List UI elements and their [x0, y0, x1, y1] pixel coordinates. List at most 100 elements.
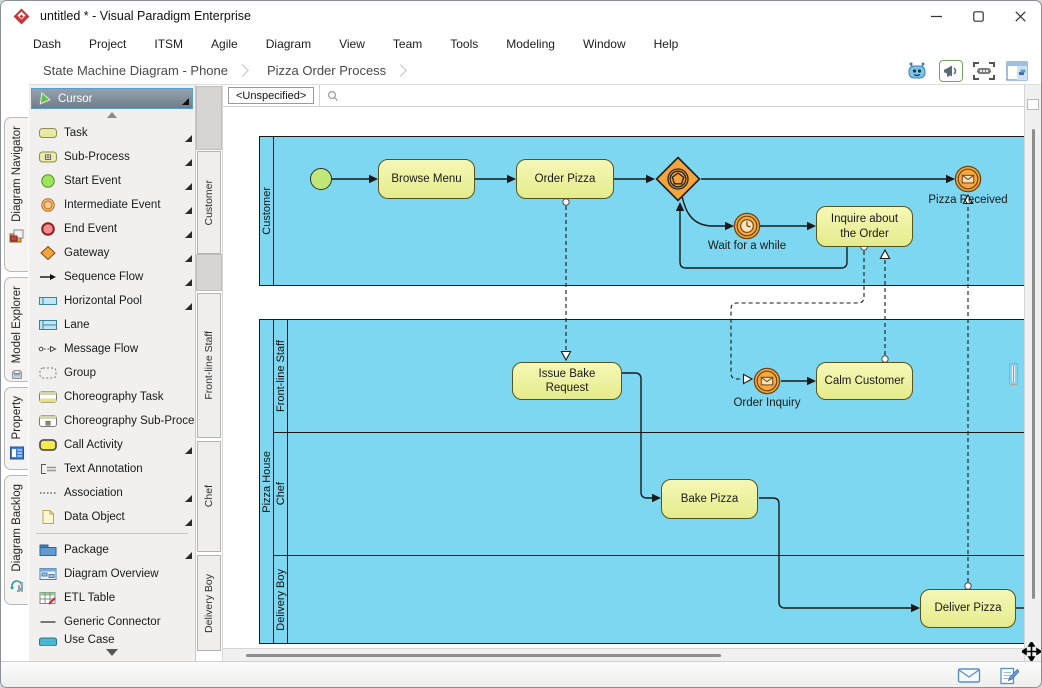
palette-item-package[interactable]: Package	[29, 538, 195, 562]
diagram-toolbar-palette: Cursor Task Sub-Process Start Even	[29, 85, 196, 661]
tab-model-explorer[interactable]: Model Explorer	[4, 277, 28, 382]
palette-item-call-activity[interactable]: Call Activity	[29, 433, 195, 457]
palette-item-intermediate-event[interactable]: Intermediate Event	[29, 193, 195, 217]
pool-resize-grip[interactable]	[1009, 363, 1018, 385]
expander-icon[interactable]	[185, 135, 192, 142]
close-button[interactable]	[999, 1, 1041, 31]
move-cursor-icon	[1022, 642, 1041, 661]
menu-itsm[interactable]: ITSM	[140, 33, 197, 55]
tab-diagram-backlog[interactable]: Diagram Backlog	[4, 475, 28, 605]
vertical-scrollbar-thumb[interactable]	[1032, 129, 1035, 599]
title-bar: untitled * - Visual Paradigm Enterprise	[1, 1, 1041, 31]
palette-cursor-tool[interactable]: Cursor	[31, 88, 193, 109]
assistant-robot-icon[interactable]	[904, 60, 930, 82]
vertical-scrollbar[interactable]	[1024, 85, 1041, 661]
task-calm-customer[interactable]: Calm Customer	[816, 362, 913, 400]
palette-item-generic-connector[interactable]: Generic Connector	[29, 610, 195, 634]
palette-cursor-label: Cursor	[58, 93, 93, 105]
expander-icon[interactable]	[185, 303, 192, 310]
tab-diagram-navigator[interactable]: Diagram Navigator	[4, 117, 28, 272]
palette-item-gateway[interactable]: Gateway	[29, 241, 195, 265]
mail-icon[interactable]	[957, 667, 981, 684]
menu-view[interactable]: View	[325, 33, 379, 55]
breadcrumb-item-current[interactable]: Pizza Order Process	[253, 63, 396, 78]
expander-icon[interactable]	[185, 231, 192, 238]
compose-note-icon[interactable]	[999, 666, 1019, 686]
expander-icon[interactable]	[185, 159, 192, 166]
menu-tools[interactable]: Tools	[436, 33, 492, 55]
task-bake-pizza[interactable]: Bake Pizza	[661, 479, 758, 519]
message-intermediate-event-order-inquiry[interactable]	[753, 367, 781, 395]
sequence-flow-icon	[37, 269, 59, 285]
megaphone-icon[interactable]	[939, 60, 963, 82]
strip-band-front-line-staff[interactable]: Front-line Staff	[197, 293, 221, 438]
task-deliver-pizza[interactable]: Deliver Pizza	[920, 589, 1016, 628]
task-issue-bake-request[interactable]: Issue Bake Request	[512, 362, 622, 400]
start-event[interactable]	[310, 168, 332, 190]
horizontal-scrollbar[interactable]	[223, 648, 1024, 661]
palette-item-choreography-task[interactable]: Choreography Task	[29, 385, 195, 409]
palette-item-horizontal-pool[interactable]: Horizontal Pool	[29, 289, 195, 313]
diagram-canvas[interactable]: Customer Pizza House Front-line Staff	[223, 107, 1024, 648]
strip-spacer[interactable]	[196, 86, 222, 150]
strip-band-customer[interactable]: Customer	[197, 151, 221, 254]
expander-icon[interactable]	[185, 183, 192, 190]
model-explorer-icon	[9, 369, 25, 381]
palette-item-use-case[interactable]: Use Case	[29, 634, 195, 646]
event-based-gateway[interactable]	[655, 156, 701, 202]
palette-item-sequence-flow[interactable]: Sequence Flow	[29, 265, 195, 289]
expander-icon[interactable]	[185, 495, 192, 502]
label-order-inquiry: Order Inquiry	[712, 397, 822, 409]
message-intermediate-event-pizza-received[interactable]	[954, 165, 982, 193]
breadcrumb-item-parent[interactable]: State Machine Diagram - Phone	[29, 63, 238, 78]
model-selector-dropdown[interactable]: <Unspecified>	[228, 87, 314, 104]
palette-scroll-up[interactable]	[29, 109, 195, 121]
palette-item-sub-process[interactable]: Sub-Process	[29, 145, 195, 169]
search-icon[interactable]	[326, 89, 340, 103]
palette-item-group[interactable]: Group	[29, 361, 195, 385]
scrollbar-corner-button[interactable]	[1027, 99, 1039, 110]
minimize-button[interactable]	[915, 1, 957, 31]
expander-icon[interactable]	[185, 207, 192, 214]
strip-band-chef[interactable]: Chef	[197, 441, 221, 552]
palette-item-task[interactable]: Task	[29, 121, 195, 145]
maximize-button[interactable]	[957, 1, 999, 31]
task-browse-menu[interactable]: Browse Menu	[378, 159, 475, 199]
expander-icon[interactable]	[185, 255, 192, 262]
palette-item-choreography-sub-process[interactable]: Choreography Sub-Process	[29, 409, 195, 433]
menu-help[interactable]: Help	[640, 33, 693, 55]
menu-team[interactable]: Team	[379, 33, 436, 55]
menu-modeling[interactable]: Modeling	[492, 33, 569, 55]
palette-item-text-annotation[interactable]: Text Annotation	[29, 457, 195, 481]
menu-agile[interactable]: Agile	[197, 33, 252, 55]
menu-window[interactable]: Window	[569, 33, 640, 55]
palette-item-message-flow[interactable]: Message Flow	[29, 337, 195, 361]
expander-icon[interactable]	[185, 519, 192, 526]
panel-layout-icon[interactable]	[1005, 60, 1029, 82]
breadcrumb-bar: State Machine Diagram - Phone Pizza Orde…	[29, 57, 1041, 85]
palette-item-data-object[interactable]: Data Object	[29, 505, 195, 529]
menu-dash[interactable]: Dash	[19, 33, 75, 55]
palette-item-etl-table[interactable]: ETL Table	[29, 586, 195, 610]
palette-scroll-down[interactable]	[29, 649, 195, 656]
expander-icon[interactable]	[185, 552, 192, 559]
palette-item-lane[interactable]: Lane	[29, 313, 195, 337]
task-inquire-about-the-order[interactable]: Inquire about the Order	[816, 206, 913, 247]
palette-item-end-event[interactable]: End Event	[29, 217, 195, 241]
horizontal-scrollbar-thumb[interactable]	[246, 654, 721, 657]
menu-diagram[interactable]: Diagram	[252, 33, 325, 55]
strip-band-delivery-boy[interactable]: Delivery Boy	[197, 555, 221, 651]
window-title: untitled * - Visual Paradigm Enterprise	[40, 9, 251, 23]
strip-spacer[interactable]	[196, 254, 222, 291]
marquee-select-icon[interactable]	[972, 60, 996, 82]
menu-project[interactable]: Project	[75, 33, 140, 55]
timer-intermediate-event-wait[interactable]	[733, 212, 761, 240]
tab-property[interactable]: Property	[4, 387, 28, 470]
expander-icon[interactable]	[185, 279, 192, 286]
palette-item-start-event[interactable]: Start Event	[29, 169, 195, 193]
palette-item-association[interactable]: Association	[29, 481, 195, 505]
task-order-pizza[interactable]: Order Pizza	[516, 159, 614, 199]
expander-icon[interactable]	[185, 447, 192, 454]
expander-icon[interactable]	[182, 98, 189, 105]
palette-item-diagram-overview[interactable]: Diagram Overview	[29, 562, 195, 586]
